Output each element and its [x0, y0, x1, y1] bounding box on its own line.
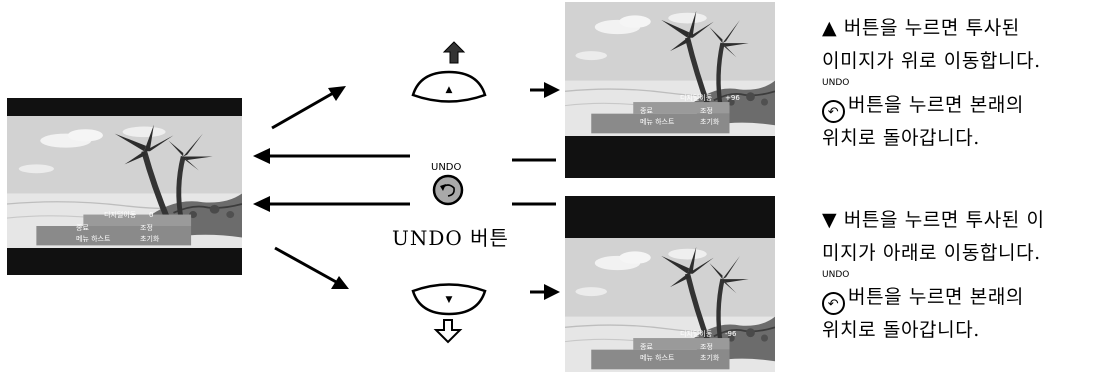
bottom-desc-line4: 위치로 돌아갑니다. [822, 319, 980, 341]
osd-reset-left: 초기화 [140, 234, 160, 243]
flow-arrows [253, 82, 560, 300]
undo-inline-icon: ↶ [822, 292, 845, 315]
osd-reset-down: 초기화 [700, 353, 720, 362]
osd-reset-up: 초기화 [700, 117, 720, 126]
top-desc-line4: 위치로 돌아갑니다. [822, 127, 980, 149]
osd-end-down: 종료 [640, 343, 653, 351]
undo-tag: UNDO [431, 162, 462, 173]
bottom-desc-line2: 미지가 아래로 이동합니다. [822, 242, 1041, 264]
top-description: ▲ 버튼을 누르면 투사된 이미지가 위로 이동합니다. UNDO ↶버튼을 누… [822, 12, 1041, 155]
undo-button-label: UNDO 버튼 [392, 226, 509, 250]
bottom-desc-line3: 버튼을 누르면 본래의 [848, 286, 1024, 308]
osd-title-down: 디지털이동 [680, 329, 713, 338]
osd-value-down: -96 [725, 330, 737, 338]
undo-inline-icon: ↶ [822, 100, 845, 123]
undo-button [432, 174, 464, 206]
top-desc-line1: ▲ 버튼을 누르면 투사된 [822, 17, 1020, 39]
osd-value-up: +96 [725, 94, 740, 102]
osd-menu-down: 메뉴 하스트 [640, 353, 675, 362]
shifted-up-screen: 디지털이동 +96 종료 조정 메뉴 하스트 초기화 [565, 2, 775, 178]
top-desc-line2: 이미지가 위로 이동합니다. [822, 50, 1041, 72]
osd-adjust-down: 조정 [700, 342, 713, 351]
bottom-description: ▼ 버튼을 누르면 투사된 이 미지가 아래로 이동합니다. UNDO ↶버튼을… [822, 204, 1045, 347]
osd-title-up: 디지털이동 [680, 93, 713, 102]
top-undo-tag: UNDO [822, 78, 850, 88]
up-key-button: ▲ [411, 41, 487, 103]
osd-menu-left: 메뉴 하스트 [76, 234, 111, 243]
top-desc-line3: 버튼을 누르면 본래의 [848, 94, 1024, 116]
osd-title-left: 디지털이동 [104, 210, 137, 219]
original-screen: 디지털이동 0 종료 조정 메뉴 하스트 초기화 [7, 98, 242, 275]
bottom-desc-line1: ▼ 버튼을 누르면 투사된 이 [822, 209, 1045, 231]
bottom-undo-tag: UNDO [822, 270, 850, 280]
shifted-down-screen: 디지털이동 -96 종료 조정 메뉴 하스트 초기화 [565, 196, 775, 372]
up-key-symbol: ▲ [446, 85, 453, 95]
down-key-symbol: ▼ [446, 295, 453, 305]
osd-adjust-left: 조정 [140, 223, 153, 232]
osd-adjust-up: 조정 [700, 106, 713, 115]
osd-end-left: 종료 [76, 224, 89, 232]
osd-menu-up: 메뉴 하스트 [640, 117, 675, 126]
down-key-button: ▼ [411, 283, 487, 344]
osd-end-up: 종료 [640, 107, 653, 115]
osd-value-left: 0 [149, 211, 153, 219]
